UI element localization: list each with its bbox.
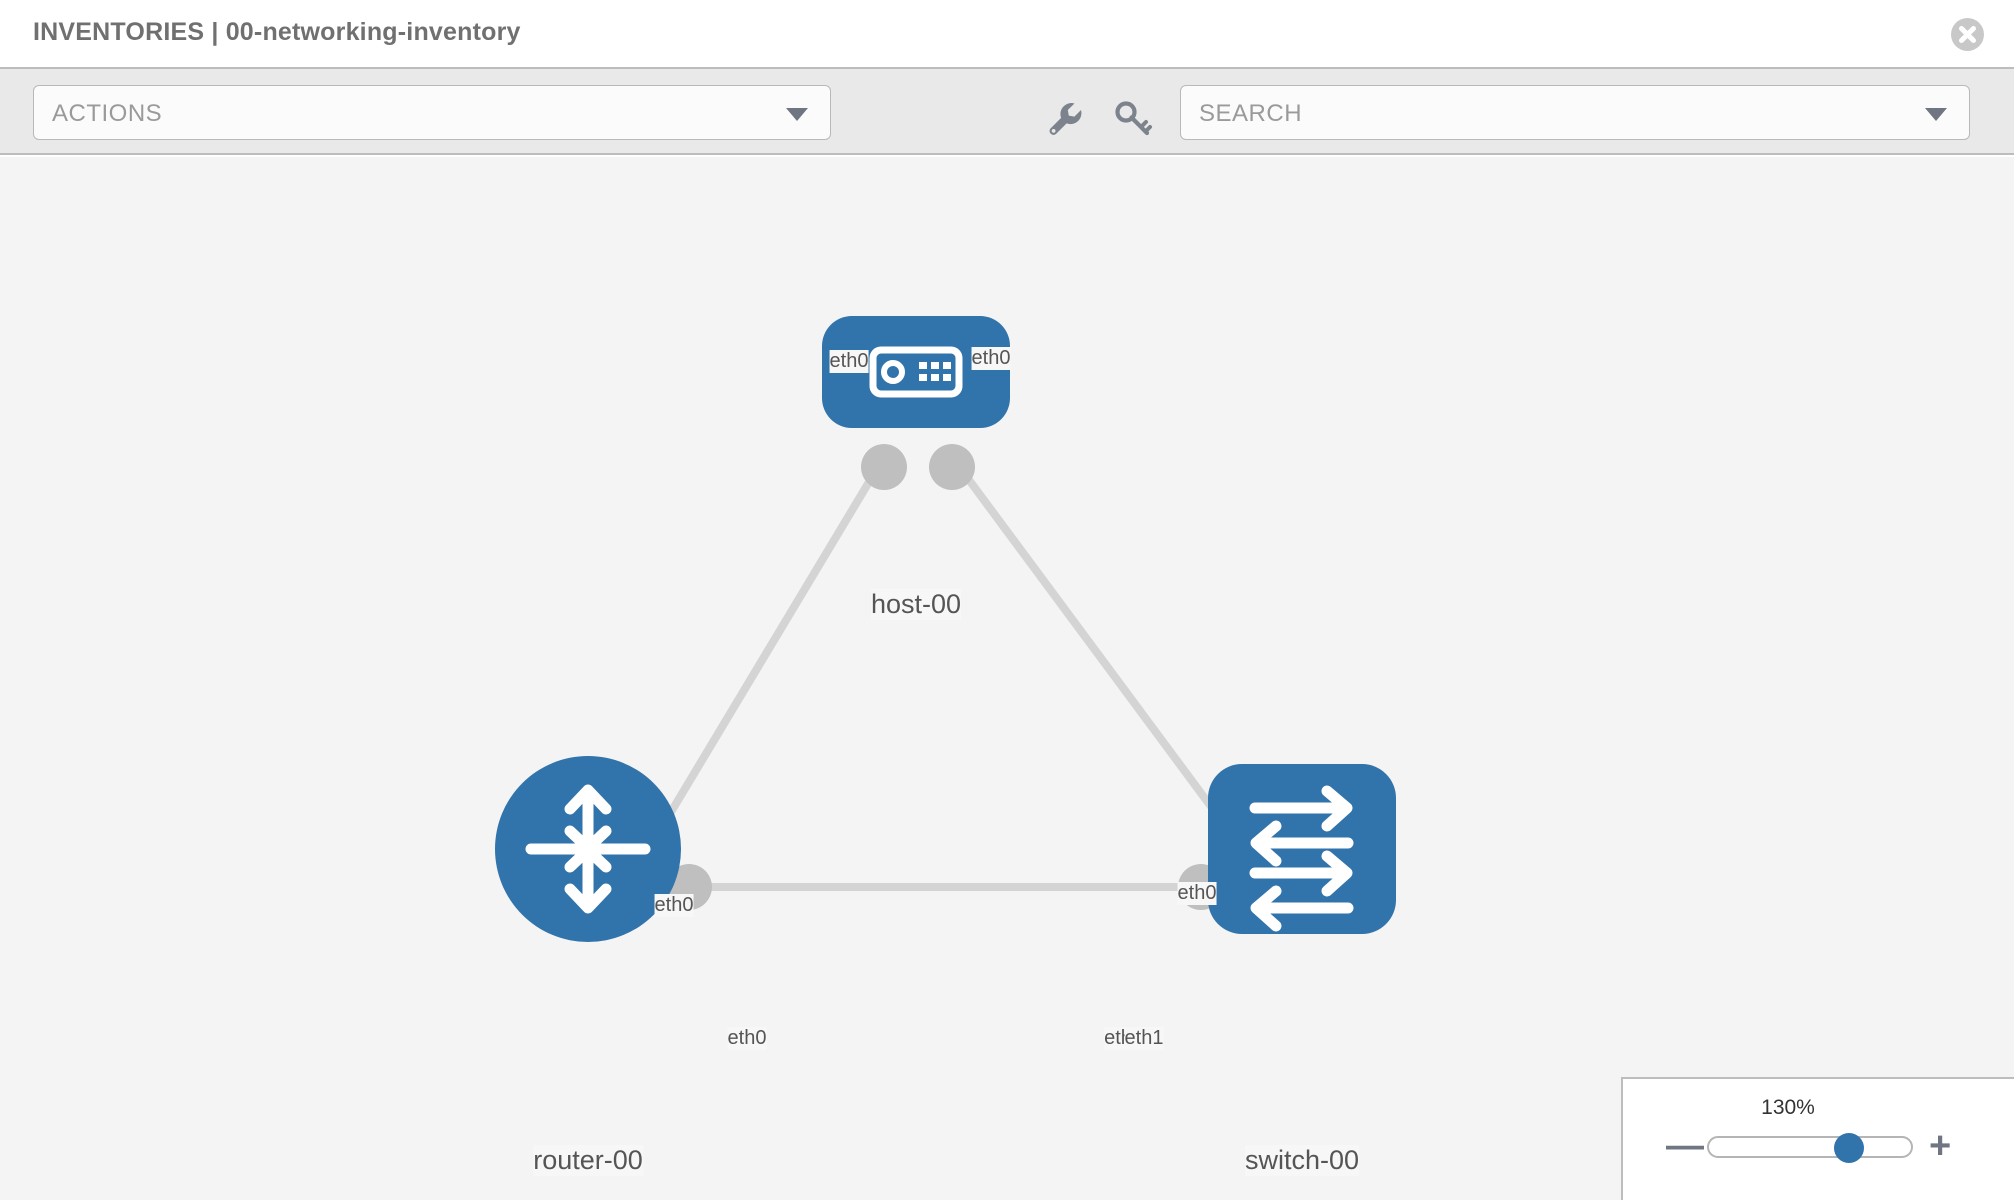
iface-label: eth0 — [1177, 882, 1217, 905]
node-router-00[interactable] — [495, 756, 681, 942]
node-switch-00[interactable] — [1208, 764, 1396, 934]
wrench-button[interactable] — [1041, 96, 1087, 142]
zoom-out-button[interactable]: — — [1666, 1125, 1704, 1167]
iface-label: eth0 — [654, 894, 694, 917]
key-icon — [1115, 101, 1152, 136]
wrench-icon — [1049, 103, 1082, 135]
search-placeholder: SEARCH — [1199, 100, 1303, 127]
iface-label: eth0 — [829, 350, 869, 373]
node-label-switch-00: switch-00 — [1244, 1145, 1360, 1176]
zoom-control-panel: 130% — + — [1621, 1077, 2014, 1200]
node-label-host-00: host-00 — [870, 589, 962, 620]
port-host00-right[interactable] — [929, 444, 975, 490]
link-host00-switch00[interactable] — [948, 454, 1242, 846]
server-host-icon — [869, 346, 963, 398]
actions-dropdown[interactable]: ACTIONS — [33, 85, 831, 140]
actions-dropdown-label: ACTIONS — [52, 100, 163, 127]
chevron-down-icon — [1925, 108, 1947, 121]
switch-bidirectional-arrows-icon — [1249, 785, 1354, 932]
zoom-in-button[interactable]: + — [1929, 1125, 1952, 1167]
chevron-down-icon — [786, 108, 808, 121]
zoom-slider-thumb[interactable] — [1834, 1133, 1864, 1163]
page-header: INVENTORIES | 00-networking-inventory — [0, 0, 2014, 69]
node-label-router-00: router-00 — [533, 1145, 643, 1176]
iface-label: eth0 — [971, 347, 1011, 370]
close-button[interactable] — [1951, 18, 1984, 51]
key-button[interactable] — [1110, 96, 1156, 142]
topology-canvas[interactable]: eth0 eth0 eth0 eth0 eth0 eth eth1 host-0… — [0, 157, 2014, 1200]
link-host00-router00[interactable] — [646, 454, 888, 850]
router-four-arrows-icon — [525, 784, 651, 914]
port-host00-left[interactable] — [861, 444, 907, 490]
iface-label: eth0 — [727, 1027, 767, 1050]
page-title: INVENTORIES | 00-networking-inventory — [33, 18, 521, 46]
search-input[interactable]: SEARCH — [1180, 85, 1970, 140]
zoom-percent-label: 130% — [1761, 1096, 1815, 1119]
node-host-00[interactable] — [822, 316, 1010, 428]
topology-graph — [495, 316, 1396, 942]
iface-label: eth1 — [1124, 1027, 1164, 1050]
zoom-slider-track[interactable] — [1707, 1136, 1913, 1158]
close-icon — [1959, 26, 1976, 43]
